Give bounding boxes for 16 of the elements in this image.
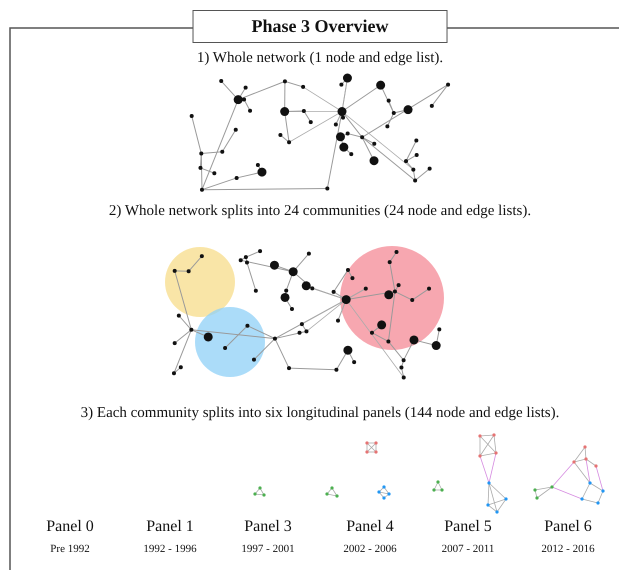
step-heading: 3) Each community splits into six longitudinal panels (144 node and edge lists). <box>80 405 560 422</box>
step-heading: 1) Whole network (1 node and edge list). <box>196 50 444 67</box>
period-label: 1997 - 2001 <box>241 543 295 555</box>
panel-label: Panel 5 <box>444 518 492 536</box>
panel-label: Panel 4 <box>346 518 394 536</box>
step-heading: 2) Whole network splits into 24 communities (24 node and edge lists). <box>108 203 532 220</box>
panel-label: Panel 1 <box>146 518 194 536</box>
period-label: 1992 - 1996 <box>143 543 197 555</box>
panel-label: Panel 6 <box>544 518 592 536</box>
period-label: Pre 1992 <box>50 543 90 555</box>
panel-label: Panel 0 <box>46 518 94 536</box>
panel-label: Panel 3 <box>244 518 292 536</box>
period-label: 2012 - 2016 <box>541 543 595 555</box>
period-label: 2002 - 2006 <box>343 543 397 555</box>
period-label: 2007 - 2011 <box>442 543 494 555</box>
title-box: Phase 3 Overview <box>192 10 448 43</box>
